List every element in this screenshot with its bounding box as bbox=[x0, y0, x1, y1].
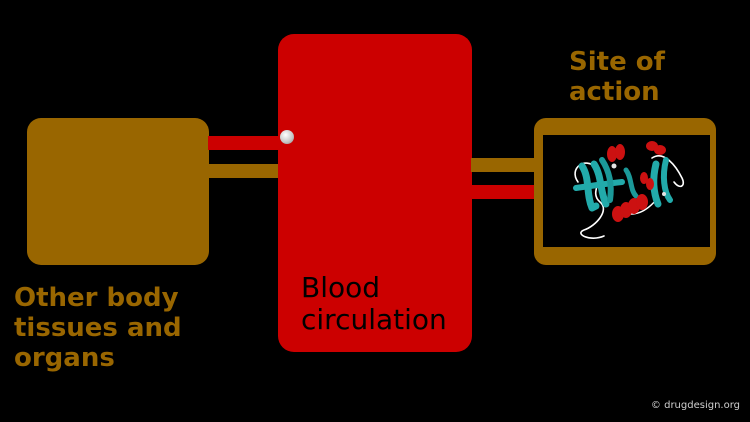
drug-molecule-icon bbox=[280, 130, 294, 144]
protein-structure-icon bbox=[573, 141, 685, 239]
blood-circulation-label: Blood circulation bbox=[301, 271, 447, 336]
site-of-action-label: Site of action bbox=[569, 47, 665, 107]
site-of-action-panel bbox=[543, 135, 710, 247]
tissue-blood-brown-connector bbox=[208, 164, 280, 178]
blood-site-red-connector bbox=[471, 185, 536, 199]
tissue-compartment-box bbox=[27, 118, 209, 265]
tissue-label: Other body tissues and organs bbox=[14, 283, 182, 373]
blood-site-brown-connector bbox=[471, 158, 536, 172]
tissue-blood-red-connector bbox=[208, 136, 280, 150]
blood-circulation-box bbox=[278, 34, 472, 352]
copyright-notice: © drugdesign.org bbox=[650, 400, 740, 411]
